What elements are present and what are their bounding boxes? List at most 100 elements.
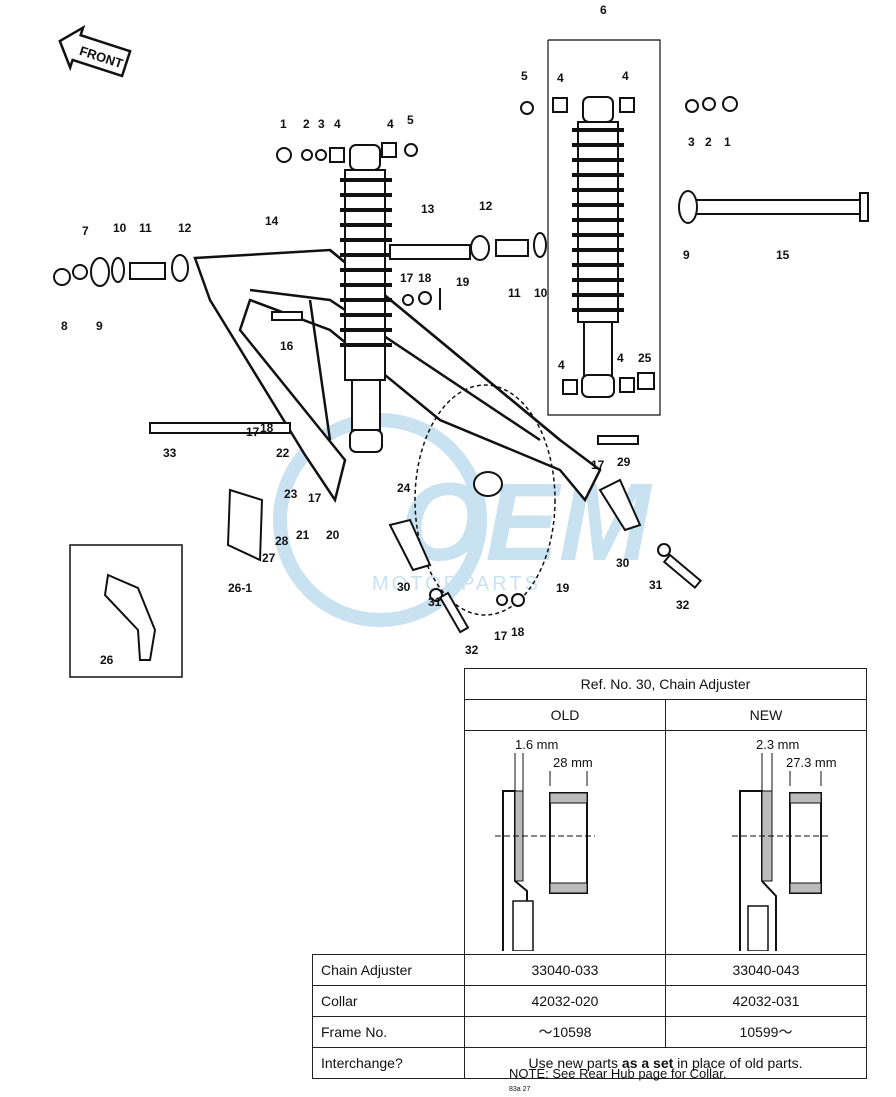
row-new: 42032-031 xyxy=(665,985,867,1017)
callout-17e: 17 xyxy=(591,458,605,472)
diagram-code: 83a 27 xyxy=(509,1086,531,1093)
sprocket-cover xyxy=(414,384,556,616)
right-shock-absorber xyxy=(572,96,624,398)
col-old: OLD xyxy=(464,699,666,731)
pivot-bolt xyxy=(678,190,869,224)
callout-5b: 5 xyxy=(521,69,528,83)
row-old: 42032-020 xyxy=(464,985,666,1017)
new-adjuster-drawing: 2.3 mm 27.3 mm xyxy=(665,730,867,957)
callout-31a: 31 xyxy=(428,595,442,609)
table-row: Frame No. ～10598 10599～ xyxy=(312,1016,867,1048)
callout-13: 13 xyxy=(421,202,435,216)
callouts: 1 2 3 4 4 5 6 5 4 4 3 2 1 7 10 11 12 14 … xyxy=(61,3,790,667)
row-label: Frame No. xyxy=(312,1016,465,1048)
callout-4e: 4 xyxy=(558,358,565,372)
callout-23: 23 xyxy=(284,487,298,501)
callout-32b: 32 xyxy=(676,598,690,612)
callout-1b: 1 xyxy=(724,135,731,149)
callout-30b: 30 xyxy=(616,556,630,570)
callout-4d: 4 xyxy=(622,69,629,83)
callout-19b: 19 xyxy=(556,581,570,595)
callout-11b: 11 xyxy=(508,286,521,300)
new-thickness: 2.3 mm xyxy=(756,737,799,752)
old-length: 28 mm xyxy=(553,755,593,770)
callout-30a: 30 xyxy=(397,580,411,594)
watermark-brand: OEM xyxy=(400,461,653,584)
interchange-post: in place of old parts. xyxy=(677,1055,803,1071)
callout-10b: 10 xyxy=(534,286,548,300)
row-old: 33040-033 xyxy=(464,954,666,986)
table-title: Ref. No. 30, Chain Adjuster xyxy=(464,668,867,700)
table-row: Collar 42032-020 42032-031 xyxy=(312,985,867,1017)
callout-5a: 5 xyxy=(407,113,414,127)
callout-15: 15 xyxy=(776,248,790,262)
row-label: Collar xyxy=(312,985,465,1017)
chain-adjuster-table: Ref. No. 30, Chain Adjuster OLD NEW 1.6 … xyxy=(312,668,867,1079)
row-old: ～10598 xyxy=(464,1016,666,1048)
callout-10a: 10 xyxy=(113,221,127,235)
old-adjuster-drawing: 1.6 mm 28 mm xyxy=(464,730,666,957)
callout-32a: 32 xyxy=(465,643,479,657)
row-label: Chain Adjuster xyxy=(312,954,465,986)
callout-17a: 17 xyxy=(400,271,414,285)
callout-18a: 18 xyxy=(418,271,432,285)
callout-12a: 12 xyxy=(178,221,192,235)
callout-16: 16 xyxy=(280,339,294,353)
callout-19a: 19 xyxy=(456,275,470,289)
interchange-pre: Use new parts xyxy=(528,1055,619,1071)
callout-17c: 17 xyxy=(308,491,322,505)
callout-4c: 4 xyxy=(557,71,564,85)
left-shock-absorber xyxy=(340,144,392,453)
new-length: 27.3 mm xyxy=(786,755,837,770)
callout-18b: 18 xyxy=(260,421,274,435)
callout-26-1: 26-1 xyxy=(228,581,252,595)
callout-27: 27 xyxy=(262,551,276,565)
brake-arm-26 xyxy=(103,573,157,661)
callout-3a: 3 xyxy=(318,117,325,131)
watermark-sub: MOTORPARTS xyxy=(372,573,541,595)
old-thickness: 1.6 mm xyxy=(515,737,558,752)
callout-26: 26 xyxy=(100,653,114,667)
callout-17d: 17 xyxy=(494,629,508,643)
callout-1a: 1 xyxy=(280,117,287,131)
callout-4a: 4 xyxy=(334,117,341,131)
callout-33: 33 xyxy=(163,446,177,460)
sleeve xyxy=(389,244,471,260)
col-new: NEW xyxy=(665,699,867,731)
row-new: 10599～ xyxy=(665,1016,867,1048)
callout-18d: 18 xyxy=(511,625,525,639)
callout-21: 21 xyxy=(296,528,310,542)
callout-4b: 4 xyxy=(387,117,394,131)
callout-17b: 17 xyxy=(246,425,260,439)
table-row: Interchange? Use new parts as a set in p… xyxy=(312,1047,867,1079)
callout-11a: 11 xyxy=(139,221,152,235)
table-row: Chain Adjuster 33040-033 33040-043 xyxy=(312,954,867,986)
callout-25: 25 xyxy=(638,351,652,365)
callout-14: 14 xyxy=(265,214,279,228)
callout-31b: 31 xyxy=(649,578,663,592)
callout-3b: 3 xyxy=(688,135,695,149)
interchange-label: Interchange? xyxy=(312,1047,465,1079)
footnote: NOTE: See Rear Hub page for Collar. xyxy=(509,1066,727,1081)
callout-9b: 9 xyxy=(683,248,690,262)
callout-20: 20 xyxy=(326,528,340,542)
watermark: OEM MOTORPARTS xyxy=(273,413,653,627)
callout-22: 22 xyxy=(276,446,290,460)
callout-12b: 12 xyxy=(479,199,493,213)
interchange-bold: as a set xyxy=(621,1055,674,1071)
callout-2b: 2 xyxy=(705,135,712,149)
shock-bracket xyxy=(547,39,661,416)
callout-24: 24 xyxy=(397,481,411,495)
front-arrow-icon: FRONT xyxy=(58,24,132,78)
callout-29: 29 xyxy=(617,455,631,469)
callout-2a: 2 xyxy=(303,117,310,131)
small-hardware xyxy=(53,96,738,634)
callout-7: 7 xyxy=(82,224,89,238)
callout-28: 28 xyxy=(275,534,289,548)
callout-9a: 9 xyxy=(96,319,103,333)
callout-4f: 4 xyxy=(617,351,624,365)
callout-6: 6 xyxy=(600,3,607,17)
interchange-value: Use new parts as a set in place of old p… xyxy=(464,1047,867,1079)
callout-8: 8 xyxy=(61,319,68,333)
